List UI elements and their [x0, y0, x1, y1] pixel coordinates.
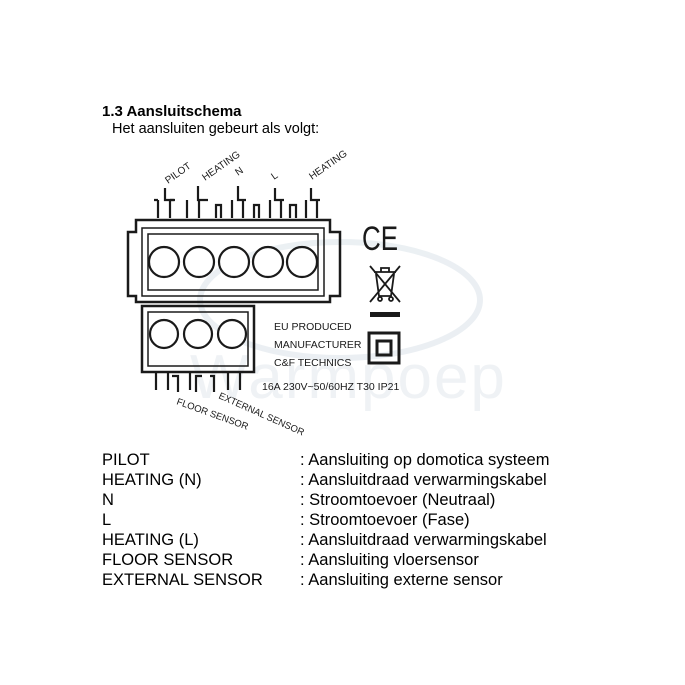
device-label-line-1: EU PRODUCED — [274, 321, 352, 333]
legend-desc: : Aansluitdraad verwarmingskabel — [300, 471, 547, 489]
connection-diagram: Warmpoep PILOT HEATING N L HEATING — [126, 148, 507, 438]
legend-row: N : Stroomtoevoer (Neutraal) — [102, 490, 549, 510]
legend-term: HEATING (N) — [102, 471, 202, 489]
screw-terminals — [147, 245, 319, 350]
bottom-pins — [154, 372, 242, 392]
rating-label: 16A 230V~50/60HZ T30 IP21 — [262, 381, 399, 393]
legend-term: N — [102, 491, 114, 509]
terminal-legend: PILOT : Aansluiting op domotica systeem … — [102, 450, 549, 590]
legend-row: FLOOR SENSOR : Aansluiting vloersensor — [102, 550, 549, 570]
double-insulation-icon — [367, 331, 401, 365]
legend-row: PILOT : Aansluiting op domotica systeem — [102, 450, 549, 470]
ce-mark-icon: CE — [362, 220, 398, 258]
svg-text:Warmpoep: Warmpoep — [190, 343, 507, 412]
legend-desc: : Aansluiting externe sensor — [300, 571, 503, 589]
legend-term: L — [102, 511, 112, 529]
legend-row: HEATING (N) : Aansluitdraad verwarmingsk… — [102, 470, 549, 490]
section-intro: Het aansluiten gebeurt als volgt: — [112, 121, 320, 137]
legend-term: FLOOR SENSOR — [102, 551, 234, 569]
legend-row: L : Stroomtoevoer (Fase) — [102, 510, 549, 530]
legend-desc: : Aansluiting vloersensor — [300, 551, 479, 569]
legend-term: HEATING (L) — [102, 531, 199, 549]
legend-term: PILOT — [102, 451, 150, 469]
legend-desc: : Aansluiting op domotica systeem — [300, 451, 550, 469]
terminal-label-heating-l: HEATING — [307, 148, 349, 182]
terminal-label-n: N — [233, 165, 245, 178]
legend-term: EXTERNAL SENSOR — [102, 571, 263, 589]
weee-bin-icon — [369, 265, 401, 303]
legend-row: HEATING (L) : Aansluitdraad verwarmingsk… — [102, 530, 549, 550]
top-pins — [154, 186, 320, 218]
legend-desc: : Stroomtoevoer (Fase) — [300, 511, 470, 529]
device-label-line-3: C&F TECHNICS — [274, 357, 351, 369]
device-label-line-2: MANUFACTURER — [274, 339, 362, 351]
legend-desc: : Aansluitdraad verwarmingskabel — [300, 531, 547, 549]
section-title: 1.3 Aansluitschema — [102, 103, 242, 120]
weee-bar-icon — [370, 312, 400, 317]
legend-desc: : Stroomtoevoer (Neutraal) — [300, 491, 496, 509]
legend-row: EXTERNAL SENSOR : Aansluiting externe se… — [102, 570, 549, 590]
terminal-label-pilot: PILOT — [163, 161, 193, 187]
terminal-label-l: L — [269, 170, 280, 182]
